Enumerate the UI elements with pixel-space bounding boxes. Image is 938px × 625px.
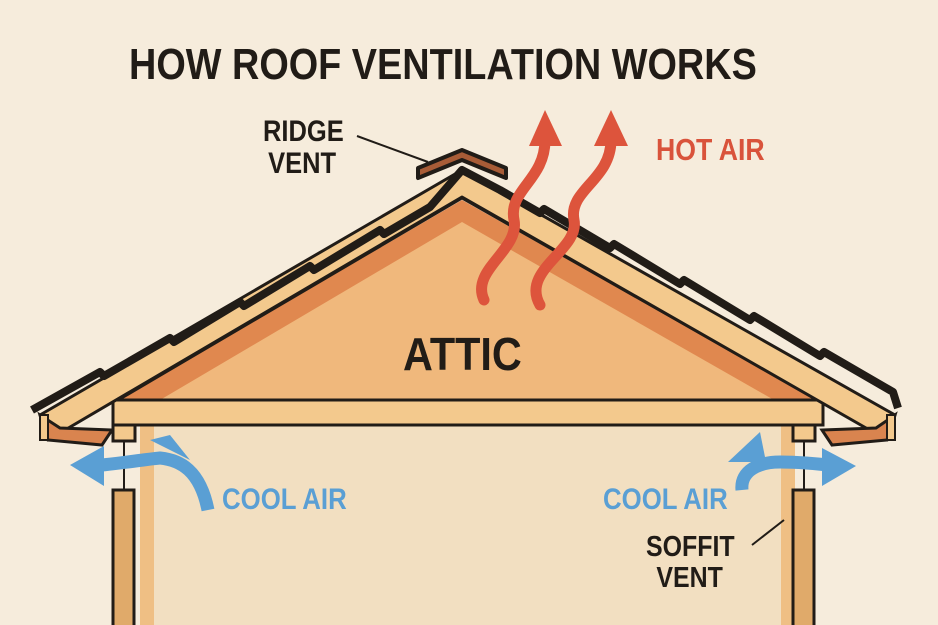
right-top-plate: [791, 423, 817, 443]
ridge-vent-label: RIDGE VENT: [263, 116, 344, 180]
cool-air-label-left: COOL AIR: [222, 483, 347, 516]
cool-air-label-right: COOL AIR: [603, 483, 728, 516]
roof-shingles: [30, 166, 902, 414]
hot-air-label: HOT AIR: [656, 132, 765, 167]
soffit-vent-label: SOFFIT VENT: [646, 532, 735, 594]
ceiling-joist: [111, 398, 825, 427]
left-wall-inner: [140, 425, 154, 625]
ridge-vent: [416, 148, 508, 180]
ridge-vent-leader: [356, 135, 429, 163]
interior-room: [140, 425, 795, 625]
ridge-vent-label-line2: VENT: [268, 147, 337, 180]
hot-air-arrows: [476, 110, 628, 311]
ridge-vent-label-line1: RIDGE: [263, 115, 344, 148]
left-top-plate: [111, 423, 137, 443]
soffit-vent-label-line2: VENT: [656, 562, 723, 594]
right-wall-stud: [791, 488, 816, 625]
left-wall-stud: [111, 488, 136, 625]
soffit-vent-leader: [751, 519, 785, 546]
soffit-vent-label-line1: SOFFIT: [646, 531, 735, 563]
cool-air-arrow-right: [728, 432, 856, 491]
cool-air-arrow-left: [70, 435, 215, 512]
attic-space: [160, 222, 774, 400]
attic-label: ATTIC: [403, 328, 522, 380]
diagram-title: HOW ROOF VENTILATION WORKS: [129, 40, 757, 89]
